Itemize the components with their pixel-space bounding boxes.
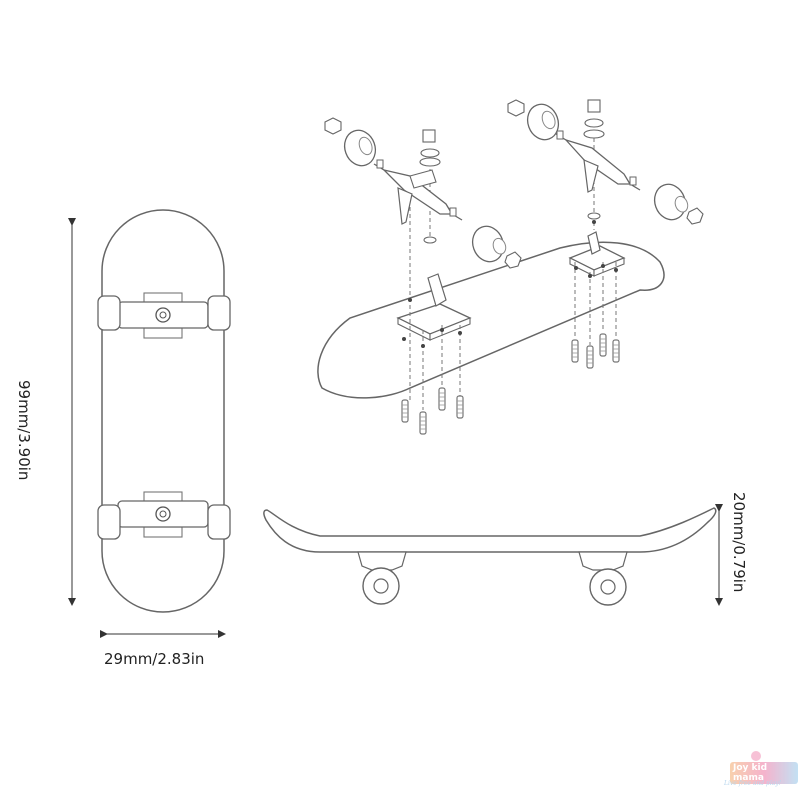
side-view-board xyxy=(263,507,717,606)
exploded-deck xyxy=(317,241,665,399)
top-view-board xyxy=(97,209,231,613)
watermark-slogan: Live free and play! xyxy=(724,780,782,787)
watermark-brand: Joy kid mama xyxy=(730,762,798,784)
length-dimension-label: 99mm/3.90in xyxy=(15,380,33,481)
side-view-right-truck xyxy=(578,551,628,606)
exploded-left-baseplate xyxy=(396,273,472,341)
top-view-back-truck xyxy=(97,491,231,540)
width-dimension-label: 29mm/2.83in xyxy=(104,650,205,668)
height-dimension-label: 20mm/0.79in xyxy=(730,492,748,593)
exploded-view xyxy=(317,99,704,435)
exploded-left-truck xyxy=(324,117,522,269)
watermark: Joy kid mama Live free and play! xyxy=(724,750,798,796)
side-view-left-truck xyxy=(357,551,407,605)
exploded-right-truck xyxy=(507,99,704,225)
length-dimension-text: 99mm/3.90in xyxy=(15,380,33,481)
top-view-front-truck xyxy=(97,292,231,339)
watermark-logo-icon xyxy=(751,751,761,761)
